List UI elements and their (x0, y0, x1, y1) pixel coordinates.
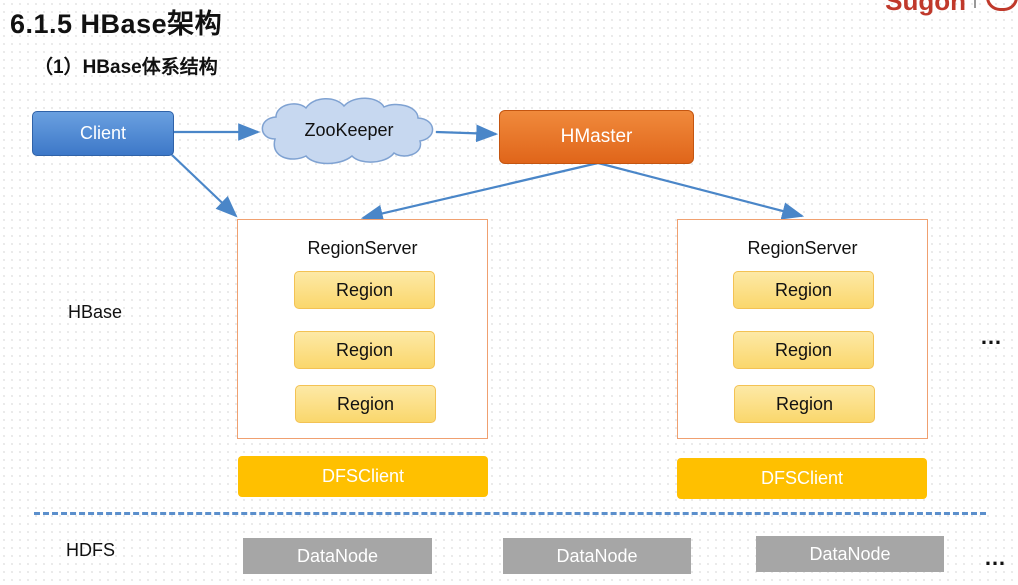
arrow-zookeeper-to-hmaster (435, 124, 499, 143)
zookeeper-cloud-icon (261, 97, 434, 165)
layer-divider (34, 512, 986, 515)
datanode-2: DataNode (503, 538, 691, 574)
region-box: Region (733, 271, 874, 309)
region-box: Region (294, 331, 435, 369)
region-box: Region (294, 271, 435, 309)
hdfs-label: HDFS (66, 540, 115, 560)
regionserver-label: RegionServer (307, 238, 418, 258)
arrow-hmaster-to-regionserver-1 (360, 161, 599, 223)
hbase-label: HBase (68, 302, 123, 322)
datanode-3: DataNode (756, 536, 944, 572)
regionserver-2: RegionServer Region Region Region (677, 219, 928, 439)
regionserver-1: RegionServer Region Region Region (237, 219, 488, 439)
brand-divider (974, 0, 976, 8)
more-datanodes-ellipsis: … (984, 545, 1007, 570)
brand-logo: Sugon (885, 0, 966, 16)
zookeeper-node: ZooKeeper (304, 120, 394, 140)
hmaster-node: HMaster (499, 110, 694, 164)
region-box: Region (734, 385, 875, 423)
arrow-hmaster-to-regionserver-2 (597, 161, 805, 220)
regionserver-label: RegionServer (747, 238, 858, 258)
datanode-1: DataNode (243, 538, 432, 574)
region-box: Region (733, 331, 874, 369)
client-node: Client (32, 111, 174, 156)
dfsclient-1: DFSClient (238, 456, 488, 497)
section-subtitle: （1）HBase体系结构 (34, 57, 218, 78)
arrow-client-to-regionserver (171, 154, 238, 218)
dfsclient-2: DFSClient (677, 458, 927, 499)
more-regionservers-ellipsis: … (980, 324, 1003, 349)
region-box: Region (295, 385, 436, 423)
page-title: 6.1.5 HBase架构 (10, 9, 223, 39)
